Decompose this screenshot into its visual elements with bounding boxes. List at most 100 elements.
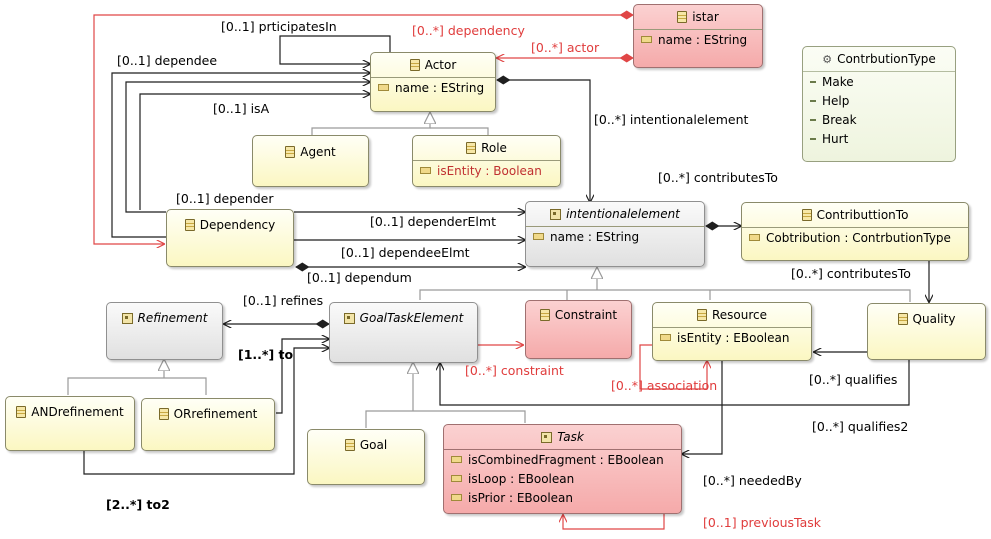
class-dependency[interactable]: Dependency [166, 209, 294, 267]
attribute-label: name : EString [550, 229, 640, 244]
class-name: Dependency [199, 218, 276, 232]
class-icon [801, 209, 812, 221]
attribute-row[interactable]: isPrior : EBoolean [444, 488, 681, 507]
enum-icon: ⚙ [822, 52, 833, 66]
class-role[interactable]: Role isEntity : Boolean [412, 135, 561, 187]
class-resource[interactable]: Resource isEntity : EBoolean [652, 302, 812, 361]
class-icon [184, 219, 195, 231]
label-contributesto-right: [0..*] contributesTo [791, 266, 911, 281]
class-istar[interactable]: istar name : EString [633, 4, 763, 68]
class-name: ANDrefinement [31, 405, 124, 419]
class-name: Agent [300, 145, 336, 159]
label-previoustask: [0..1] previousTask [703, 515, 821, 530]
edge-actor-prticipatesin [279, 35, 391, 64]
abstract-class-icon [121, 312, 133, 324]
edge-agent-actor-generalization [311, 113, 430, 135]
enum-name: ContrbutionType [837, 52, 936, 66]
attribute-icon [641, 36, 652, 43]
edge-quality-qualifies2 [440, 360, 910, 406]
class-icon [344, 439, 355, 451]
attribute-row[interactable]: Cobtribution : ContrbutionType [742, 228, 968, 247]
literal-icon [810, 118, 816, 121]
abstract-class-icon [343, 312, 355, 324]
class-quality[interactable]: Quality [867, 303, 986, 360]
attribute-row[interactable]: isEntity : Boolean [413, 161, 560, 180]
abstract-class-icon [550, 208, 562, 220]
edge-role-isa [139, 94, 370, 210]
class-actor[interactable]: Actor name : EString [370, 52, 496, 112]
class-name: Constraint [554, 308, 618, 322]
class-name: Quality [912, 312, 956, 326]
class-goal[interactable]: Goal [307, 429, 425, 485]
attribute-icon [451, 494, 462, 501]
class-name: Role [481, 141, 507, 155]
literal-label: Make [822, 74, 854, 89]
class-andrefinement[interactable]: ANDrefinement [5, 396, 135, 451]
edge-andrefinement-to2 [83, 348, 329, 475]
class-icon [677, 11, 688, 23]
enum-contrbutiontype[interactable]: ⚙ ContrbutionType Make Help Break Hurt [802, 46, 956, 162]
edge-role-actor-generalization [430, 127, 489, 135]
edge-dependency-dependee [111, 73, 370, 238]
attribute-row[interactable]: isLoop : EBoolean [444, 469, 681, 488]
class-task[interactable]: Task isCombinedFragment : EBoolean isLoo… [443, 424, 682, 514]
literal-icon [810, 137, 816, 140]
edge-subclasses-intentionalelement-generalization [419, 268, 911, 302]
class-constraint[interactable]: Constraint [525, 300, 632, 359]
class-intentionalelement[interactable]: intentionalelement name : EString [525, 201, 705, 267]
class-refinement[interactable]: Refinement [106, 302, 223, 360]
class-name: istar [692, 10, 719, 24]
class-icon [285, 146, 296, 158]
class-icon [158, 408, 169, 420]
attribute-icon [660, 334, 671, 341]
attribute-row[interactable]: name : EString [634, 30, 762, 49]
class-name: Resource [711, 308, 768, 322]
class-name: ContributtionTo [816, 208, 909, 222]
label-to: [1..*] to [238, 347, 294, 362]
attribute-icon [451, 456, 462, 463]
edge-goal-task-generalization [365, 363, 526, 428]
attribute-row[interactable]: isEntity : EBoolean [653, 328, 811, 347]
attribute-icon [378, 84, 389, 91]
attribute-label: isLoop : EBoolean [468, 471, 575, 486]
label-dependerelmt: [0..1] dependerElmt [370, 214, 496, 229]
class-contributtionto[interactable]: ContributtionTo Cobtribution : Contrbuti… [741, 202, 969, 261]
enum-literal[interactable]: Hurt [803, 129, 955, 148]
literal-icon [810, 99, 816, 102]
class-name: Refinement [137, 311, 208, 325]
literal-label: Hurt [822, 131, 849, 146]
label-neededby: [0..*] neededBy [703, 473, 802, 488]
class-icon [696, 309, 707, 321]
label-intentionalelement: [0..*] intentionalelement [594, 112, 749, 127]
attribute-label: isCombinedFragment : EBoolean [468, 452, 664, 467]
attribute-label: isEntity : Boolean [437, 163, 542, 178]
class-orrefinement[interactable]: ORrefinement [141, 398, 275, 451]
enum-literal[interactable]: Help [803, 91, 955, 110]
attribute-icon [749, 234, 760, 241]
label-contributesto-top: [0..*] contributesTo [658, 170, 778, 185]
attribute-icon [451, 475, 462, 482]
class-icon [539, 309, 550, 321]
attribute-icon [420, 167, 431, 174]
enum-literal[interactable]: Make [803, 72, 955, 91]
enum-literal[interactable]: Break [803, 110, 955, 129]
edge-istar-dependency [93, 15, 633, 244]
edge-task-previoustask [563, 514, 665, 530]
attribute-row[interactable]: isCombinedFragment : EBoolean [444, 450, 681, 469]
attribute-label: Cobtribution : ContrbutionType [766, 230, 951, 245]
label-isa: [0..1] isA [213, 101, 270, 116]
attribute-row[interactable]: name : EString [371, 78, 495, 97]
label-dependum: [0..1] dependum [307, 270, 412, 285]
label-dependee: [0..1] dependee [117, 53, 218, 68]
class-agent[interactable]: Agent [252, 135, 369, 187]
edge-actor-intentionalelement [497, 80, 590, 202]
attribute-label: isEntity : EBoolean [677, 330, 790, 345]
class-icon [16, 406, 27, 418]
class-goaltaskelement[interactable]: GoalTaskElement [329, 302, 478, 363]
label-dependeeelmt: [0..1] dependeeElmt [341, 245, 470, 260]
label-constraint: [0..*] constraint [465, 363, 564, 378]
class-name: Actor [424, 58, 457, 72]
attribute-row[interactable]: name : EString [526, 227, 704, 246]
class-name: GoalTaskElement [359, 311, 464, 325]
